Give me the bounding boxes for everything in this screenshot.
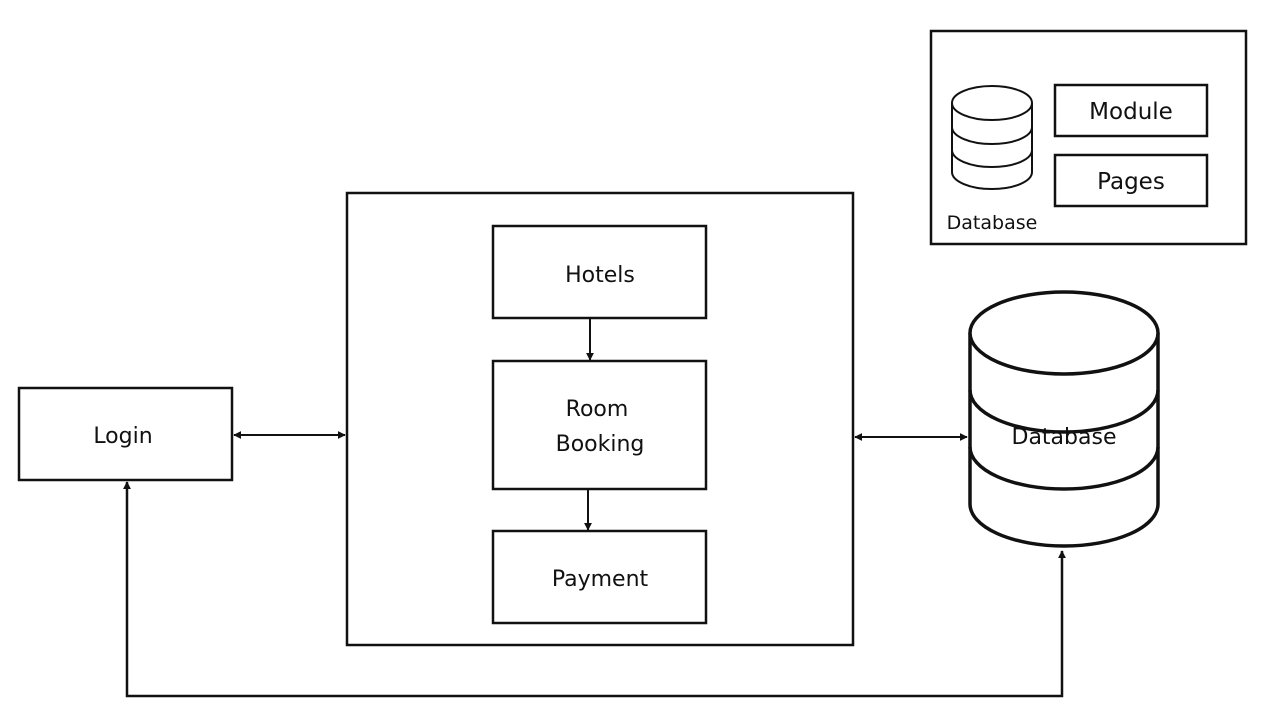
legend-pages-box bbox=[1053, 153, 1209, 208]
room-booking-label-line2: Booking bbox=[556, 432, 645, 457]
login-database-connector bbox=[123, 481, 1066, 698]
legend-database-icon bbox=[951, 85, 1033, 190]
legend-pages-label: Pages bbox=[1097, 169, 1165, 195]
login-label: Login bbox=[93, 424, 152, 449]
database-cylinder bbox=[968, 290, 1160, 548]
legend-module-box bbox=[1053, 83, 1209, 138]
hotels-page-box bbox=[491, 224, 708, 320]
database-label: Database bbox=[1012, 425, 1117, 450]
payment-label: Payment bbox=[552, 567, 649, 592]
hotels-label: Hotels bbox=[565, 263, 635, 288]
legend-module-label: Module bbox=[1089, 99, 1173, 125]
room-booking-page-box bbox=[491, 359, 708, 491]
legend-database-label: Database bbox=[947, 212, 1038, 234]
legend: Database Module Pages bbox=[929, 29, 1248, 246]
login-page-box bbox=[17, 386, 234, 482]
room-booking-label-line1: Room bbox=[566, 397, 629, 422]
